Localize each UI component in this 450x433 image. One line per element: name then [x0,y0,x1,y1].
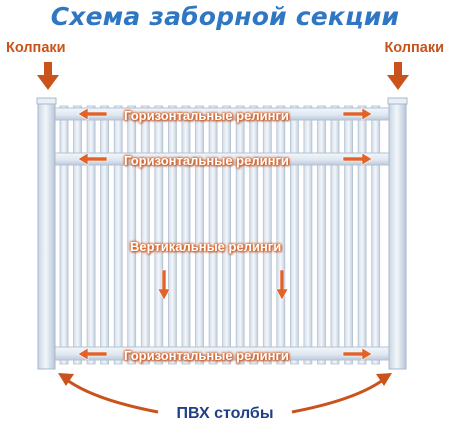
arrow-down-icon [275,269,289,301]
picket [262,105,272,365]
post-cap-right [387,97,408,105]
picket [181,105,191,365]
diagram-title: Схема заборной секции [50,2,400,31]
picket [59,105,69,365]
arrow-left-icon [77,152,108,166]
vertical-rails-label: Вертикальные релинги [130,239,282,254]
picket [344,105,354,365]
picket [113,105,123,365]
picket [330,105,340,365]
caps-label-right: Колпаки [384,40,444,56]
arrow-head-right-post [376,373,392,386]
arrow-left-icon [77,107,108,121]
post-right [388,100,407,370]
horizontal-rail-label-top: Горизонтальные релинги [124,108,289,123]
caps-label-left: Колпаки [6,40,66,56]
arrow-down-icon [37,62,59,90]
picket [276,105,286,365]
post-left [37,100,56,370]
horizontal-rail-label-bottom: Горизонтальные релинги [124,348,289,363]
post-arrow-right [291,378,384,414]
picket [154,105,164,365]
picket [195,105,204,365]
pvc-posts-label: ПВХ столбы [176,405,274,422]
arrow-right-icon [342,152,373,166]
horizontal-rail-label-middle: Горизонтальные релинги [124,153,289,168]
picket [303,105,313,365]
picket [317,105,326,365]
picket [208,105,218,365]
picket [289,105,299,365]
picket [100,105,109,365]
picket [73,105,82,365]
arrow-right-icon [342,107,373,121]
arrow-right-icon [342,347,373,361]
picket [222,105,232,365]
picket [249,105,259,365]
picket [167,105,177,365]
arrow-head-left-post [58,373,74,386]
picket [86,105,96,365]
picket [235,105,245,365]
arrow-down-icon [157,269,171,301]
picket [371,105,381,365]
post-arrow-left [66,378,159,414]
picket [357,105,367,365]
post-cap-left [36,97,57,105]
picket [140,105,150,365]
vertical-pickets [59,105,381,365]
picket [127,105,137,365]
arrow-down-icon [387,62,409,90]
arrow-left-icon [77,347,108,361]
